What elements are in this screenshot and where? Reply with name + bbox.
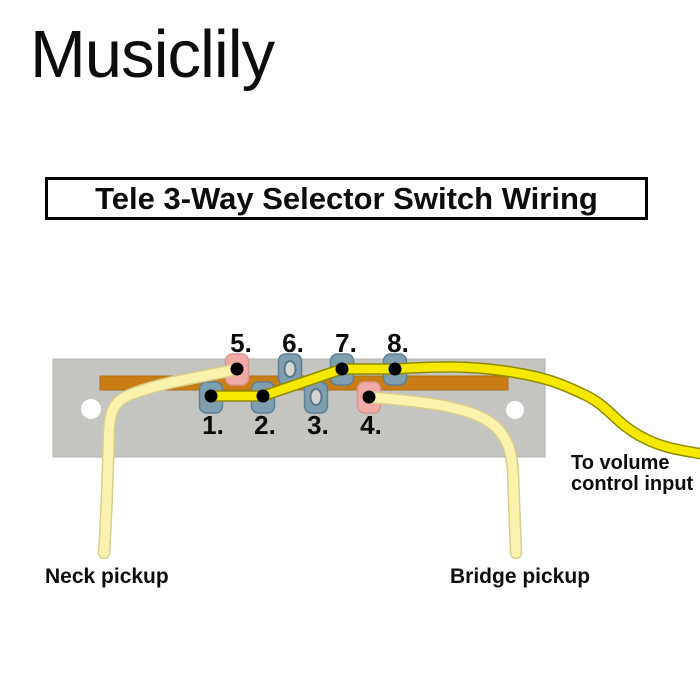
mounting-hole-right <box>506 401 524 419</box>
volume-control-label-line2: control input <box>571 473 694 495</box>
bridge-pickup-wire <box>362 390 523 560</box>
neck-pickup-wire <box>97 362 244 560</box>
terminal-label-7: 7. <box>335 328 357 358</box>
solder-dot-terminal-7 <box>335 362 349 376</box>
solder-dot-terminal-4 <box>362 390 376 404</box>
volume-control-label: To volume control input <box>571 453 693 495</box>
terminal-label-1: 1. <box>202 410 224 440</box>
neck-pickup-label: Neck pickup <box>45 565 169 588</box>
terminal-label-8: 8. <box>387 328 409 358</box>
hot-output-wire <box>205 361 700 460</box>
solder-dot-terminal-2 <box>256 389 270 403</box>
title-box: Tele 3-Way Selector Switch Wiring <box>45 177 648 220</box>
bridge-pickup-label: Bridge pickup <box>450 565 591 588</box>
solder-dot-terminal-1 <box>204 389 218 403</box>
terminal-label-3: 3. <box>307 410 329 440</box>
terminal-3-hole <box>309 388 323 406</box>
solder-dot-terminal-8 <box>388 362 402 376</box>
solder-dot-terminal-5 <box>230 362 244 376</box>
terminal-label-4: 4. <box>360 410 382 440</box>
terminal-label-2: 2. <box>254 410 276 440</box>
terminal-label-5: 5. <box>230 328 252 358</box>
terminal-6-hole <box>283 360 297 378</box>
mounting-hole-left <box>81 399 101 419</box>
volume-control-label-line1: To volume <box>571 452 670 474</box>
terminal-label-6: 6. <box>282 328 304 358</box>
page-title: Tele 3-Way Selector Switch Wiring <box>95 180 598 216</box>
brand-logo: Musiclily <box>30 17 275 92</box>
